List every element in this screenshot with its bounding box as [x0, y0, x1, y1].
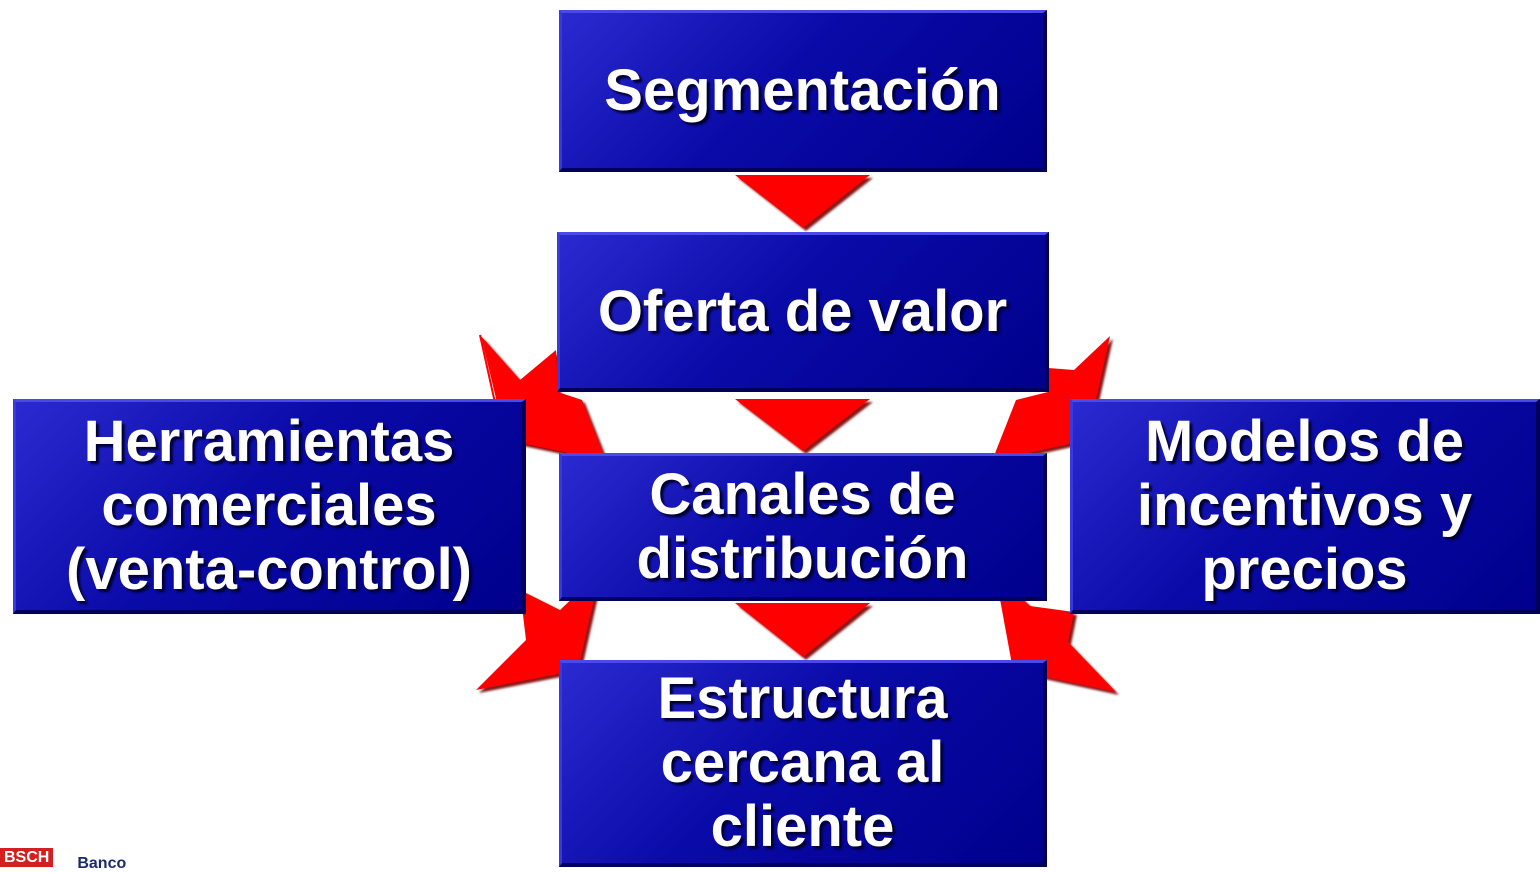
- node-segmentacion-label: Segmentación: [604, 57, 1001, 123]
- node-canales-de-distribucion: Canales de distribución: [559, 453, 1047, 601]
- arrow-segmentacion-to-oferta: [735, 175, 870, 228]
- logo-text: Banco: [77, 855, 127, 872]
- arrow-oferta-to-canales: [735, 399, 870, 451]
- node-canales-label: Canales de distribución: [636, 461, 969, 591]
- node-segmentacion: Segmentación: [559, 10, 1047, 172]
- node-estructura-label: Estructura cercana al cliente: [657, 666, 948, 859]
- node-herramientas-label: Herramientas comerciales (venta-control): [66, 409, 472, 602]
- node-oferta-label: Oferta de valor: [597, 278, 1008, 344]
- logo-mark: BSCH: [0, 848, 54, 867]
- node-modelos: Modelos de incentivos y precios: [1070, 399, 1540, 614]
- node-modelos-label: Modelos de incentivos y precios: [1136, 409, 1473, 602]
- arrow-canales-to-estructura: [735, 603, 870, 657]
- node-herramientas: Herramientas comerciales (venta-control): [13, 399, 526, 614]
- node-estructura: Estructura cercana al cliente: [559, 660, 1047, 867]
- bank-logo: BSCH Banco: [0, 848, 126, 872]
- node-oferta-de-valor: Oferta de valor: [557, 232, 1049, 392]
